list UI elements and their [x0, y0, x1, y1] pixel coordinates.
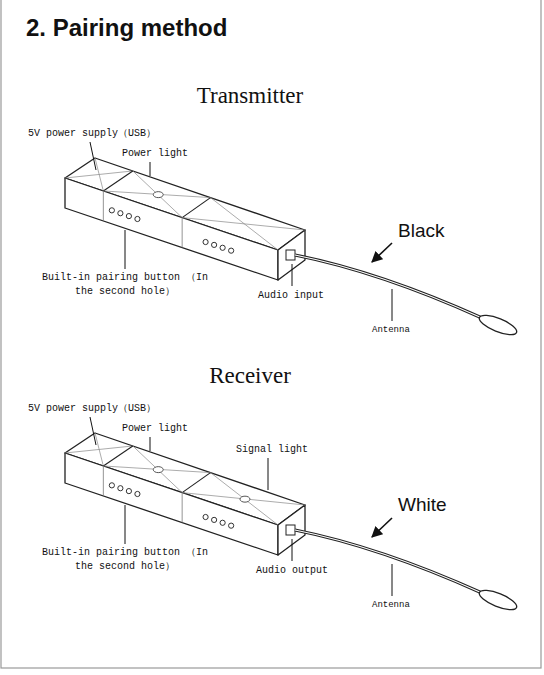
antenna-tip	[477, 311, 519, 338]
sketch-stroke	[65, 433, 133, 466]
hole	[135, 491, 140, 496]
power-light	[153, 467, 163, 473]
device-front	[65, 453, 278, 555]
section-line	[182, 473, 210, 493]
leader-line	[90, 142, 96, 170]
hole	[212, 517, 217, 522]
part-label: Built-in pairing button （In the second h…	[40, 271, 210, 298]
hole	[220, 245, 225, 250]
section-line	[182, 493, 183, 523]
leader-line	[292, 264, 293, 286]
part-label: Audio input	[258, 289, 324, 303]
part-label: 5V power supply（USB）	[28, 127, 156, 141]
hole	[126, 489, 131, 494]
antenna-cable	[295, 530, 482, 593]
hole	[212, 242, 217, 247]
antenna-cable	[295, 255, 482, 318]
receiver-device	[65, 433, 519, 614]
section-line	[103, 171, 132, 191]
hole	[203, 239, 208, 244]
leader-line	[268, 458, 269, 490]
section-line	[103, 446, 132, 466]
section-line	[103, 466, 104, 496]
hole	[118, 486, 123, 491]
page-title: 2. Pairing method	[26, 14, 227, 43]
section-line	[182, 218, 183, 248]
hole	[229, 523, 234, 528]
antenna-cable	[295, 255, 482, 318]
pointer-arrow	[372, 518, 392, 537]
section-heading: Receiver	[209, 360, 291, 391]
sketch-stroke	[103, 171, 210, 218]
sketch-stroke	[182, 198, 305, 250]
pointer-arrow	[372, 243, 392, 262]
hole	[135, 216, 140, 221]
hole	[109, 483, 114, 488]
leader-line	[125, 505, 126, 544]
leader-line	[292, 539, 293, 561]
part-label: Audio output	[256, 564, 328, 578]
color-label: Black	[398, 218, 444, 244]
sketch-stroke	[182, 473, 305, 525]
transmitter-device	[65, 158, 519, 339]
section-heading: Transmitter	[197, 80, 304, 111]
signal-light	[240, 496, 250, 502]
hole	[126, 214, 131, 219]
leader-line	[392, 289, 393, 321]
color-label: White	[398, 492, 447, 518]
hole	[229, 248, 234, 253]
power-light	[153, 192, 163, 198]
leader-line	[125, 230, 126, 269]
hole	[203, 514, 208, 519]
part-label: Antenna	[372, 324, 410, 336]
audio-jack	[286, 525, 295, 535]
sketch-stroke	[65, 158, 133, 191]
part-label: Signal light	[236, 443, 308, 457]
leader-line	[150, 162, 151, 176]
section-line	[182, 198, 210, 218]
part-label: 5V power supply（USB）	[28, 402, 156, 416]
section-line	[103, 191, 104, 221]
part-label: Antenna	[372, 599, 410, 611]
hole	[109, 208, 114, 213]
part-label: Power light	[122, 147, 188, 161]
device-front	[65, 178, 278, 280]
leader-line	[150, 437, 151, 451]
hole	[220, 520, 225, 525]
antenna-tip	[477, 586, 519, 613]
hole	[118, 211, 123, 216]
sketch-stroke	[103, 446, 210, 493]
part-label: Built-in pairing button （In the second h…	[40, 546, 210, 573]
part-label: Power light	[122, 422, 188, 436]
audio-jack	[286, 250, 295, 260]
leader-line	[392, 564, 393, 596]
leader-line	[90, 417, 96, 445]
antenna-cable	[295, 530, 482, 593]
